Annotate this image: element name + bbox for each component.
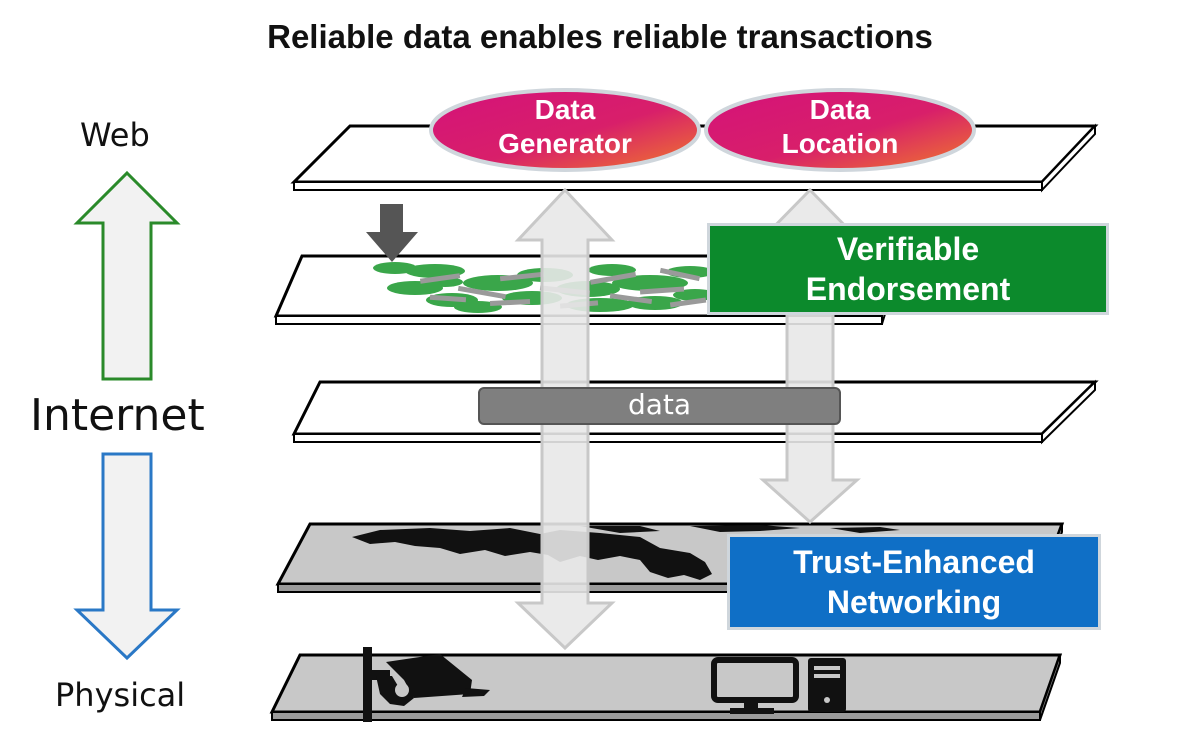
- world-map-icon: [352, 525, 900, 580]
- physical-label: Physical: [55, 676, 186, 714]
- down-arrow-icon: [366, 204, 418, 262]
- data-location-line2: Location: [781, 128, 899, 159]
- data-location-oval: [704, 88, 976, 172]
- down-arrow-physical: [73, 452, 181, 661]
- physical-layer: [269, 653, 1063, 721]
- data-generator-oval: [429, 88, 701, 172]
- verifiable-endorsement-box: Verifiable Endorsement: [707, 223, 1109, 315]
- data-generator-line1: Data: [534, 94, 596, 125]
- verifiable-endorsement-line2: Endorsement: [805, 271, 1011, 307]
- data-location-line1: Data: [809, 94, 871, 125]
- data-location-label: Data Location: [706, 93, 974, 161]
- internet-label: Internet: [30, 390, 205, 441]
- trust-enhanced-line2: Networking: [826, 584, 1002, 620]
- trust-enhanced-line1: Trust-Enhanced: [793, 544, 1035, 580]
- up-arrow-web: [73, 170, 181, 381]
- security-camera-icon: [363, 647, 490, 722]
- verifiable-endorsement-line1: Verifiable: [836, 231, 980, 267]
- diagram-title: Reliable data enables reliable transacti…: [267, 18, 933, 55]
- desktop-computer-icon: [711, 657, 846, 714]
- data-pill: data: [478, 387, 841, 425]
- web-label: Web: [80, 116, 150, 154]
- trust-enhanced-networking-box: Trust-Enhanced Networking: [727, 534, 1101, 630]
- data-generator-line2: Generator: [498, 128, 632, 159]
- data-generator-label: Data Generator: [431, 93, 699, 161]
